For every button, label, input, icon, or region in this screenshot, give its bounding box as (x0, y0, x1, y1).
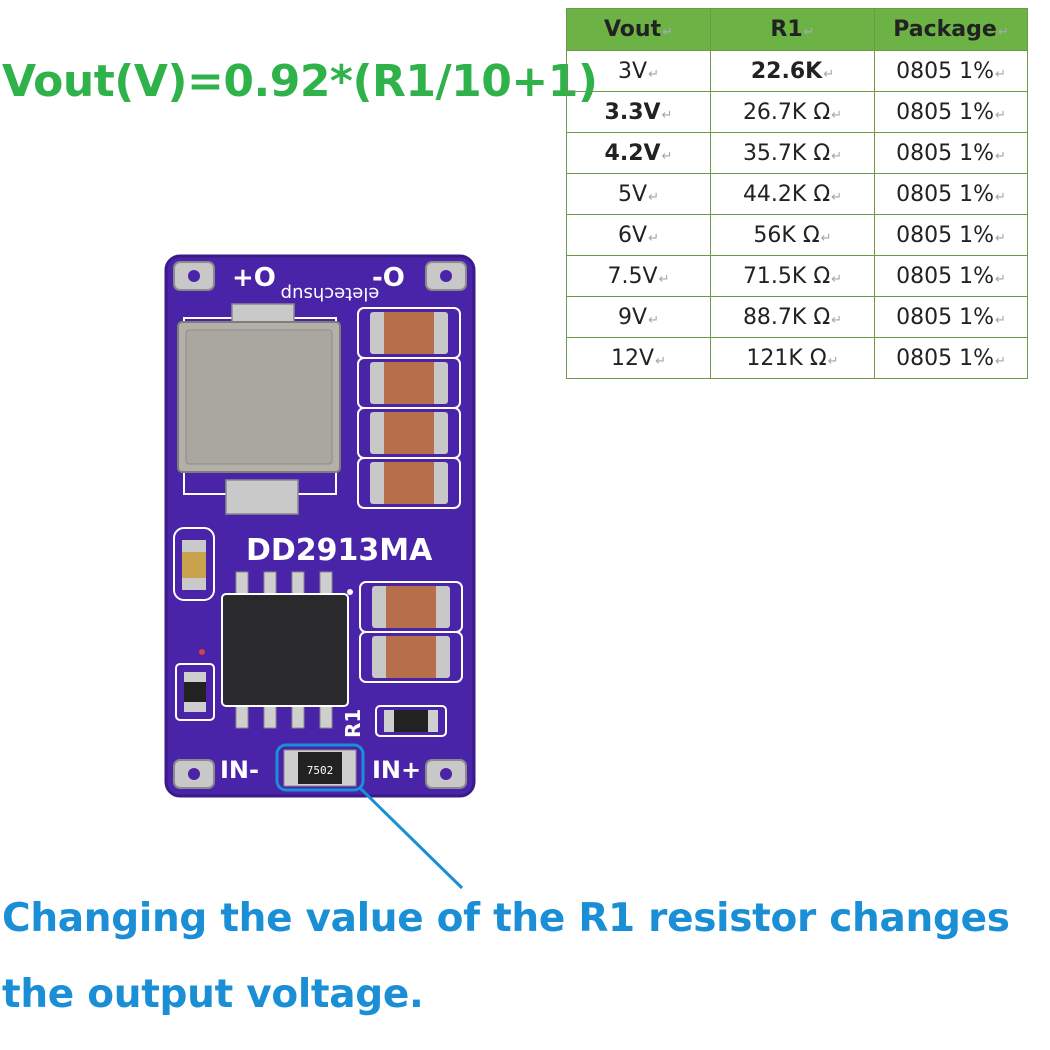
r1-highlight (275, 743, 365, 792)
ic-chip (221, 571, 349, 729)
header-package: Package↵ (874, 8, 1028, 51)
cell-vout: 3.3V↵ (566, 91, 711, 133)
table-row: 7.5V↵ 71.5K Ω↵ 0805 1%↵ (566, 255, 1028, 297)
table-row: 5V↵ 44.2K Ω↵ 0805 1%↵ (566, 173, 1028, 215)
table-row: 9V↵ 88.7K Ω↵ 0805 1%↵ (566, 296, 1028, 338)
caption-line-2: the output voltage. (2, 972, 424, 1017)
cell-package: 0805 1%↵ (874, 173, 1028, 215)
label-out-plus: +O (232, 263, 276, 293)
label-in-minus: IN- (220, 756, 259, 784)
r1-label: R1 (341, 709, 365, 738)
label-in-plus: IN+ (372, 756, 421, 784)
cell-package: 0805 1%↵ (874, 255, 1028, 297)
brand-label: eletechsup (281, 283, 380, 304)
table-row: 12V↵ 121K Ω↵ 0805 1%↵ (566, 337, 1028, 379)
table-row: 3V↵ 22.6K↵ 0805 1%↵ (566, 50, 1028, 92)
cell-r1: 44.2K Ω↵ (710, 173, 875, 215)
cell-r1: 56K Ω↵ (710, 214, 875, 256)
cell-r1: 88.7K Ω↵ (710, 296, 875, 338)
resistor-code: 7502 (307, 764, 334, 777)
table-row: 6V↵ 56K Ω↵ 0805 1%↵ (566, 214, 1028, 256)
callout-line (358, 786, 464, 890)
cell-vout: 6V↵ (566, 214, 711, 256)
cell-package: 0805 1%↵ (874, 50, 1028, 92)
r1-resistor: 7502 (283, 749, 357, 787)
diode (375, 705, 447, 737)
cell-r1: 71.5K Ω↵ (710, 255, 875, 297)
inductor (177, 303, 341, 515)
resistor-table: Vout↵ R1↵ Package↵ 3V↵ 22.6K↵ 0805 1%↵ 3… (566, 8, 1028, 379)
table-row: 3.3V↵ 26.7K Ω↵ 0805 1%↵ (566, 91, 1028, 133)
table-row: 4.2V↵ 35.7K Ω↵ 0805 1%↵ (566, 132, 1028, 174)
cell-vout: 7.5V↵ (566, 255, 711, 297)
label-out-minus: -O (372, 263, 405, 293)
cell-vout: 12V↵ (566, 337, 711, 379)
small-resistor (175, 663, 215, 721)
cell-vout: 9V↵ (566, 296, 711, 338)
cell-r1: 26.7K Ω↵ (710, 91, 875, 133)
cell-r1: 121K Ω↵ (710, 337, 875, 379)
cell-r1: 35.7K Ω↵ (710, 132, 875, 174)
cell-package: 0805 1%↵ (874, 91, 1028, 133)
cell-package: 0805 1%↵ (874, 214, 1028, 256)
cell-package: 0805 1%↵ (874, 337, 1028, 379)
cell-vout: 4.2V↵ (566, 132, 711, 174)
small-capacitor (173, 527, 215, 601)
table-header-row: Vout↵ R1↵ Package↵ (566, 8, 1028, 51)
capacitor-bank-bottom (359, 581, 463, 683)
header-vout: Vout↵ (566, 8, 711, 51)
cell-package: 0805 1%↵ (874, 296, 1028, 338)
capacitor-bank-top (357, 307, 461, 509)
cell-vout: 3V↵ (566, 50, 711, 92)
cell-package: 0805 1%↵ (874, 132, 1028, 174)
caption-line-1: Changing the value of the R1 resistor ch… (2, 896, 1010, 941)
formula-text: Vout(V)=0.92*(R1/10+1) (2, 56, 598, 107)
cell-vout: 5V↵ (566, 173, 711, 215)
model-label: DD2913MA (246, 533, 433, 568)
cell-r1: 22.6K↵ (710, 50, 875, 92)
